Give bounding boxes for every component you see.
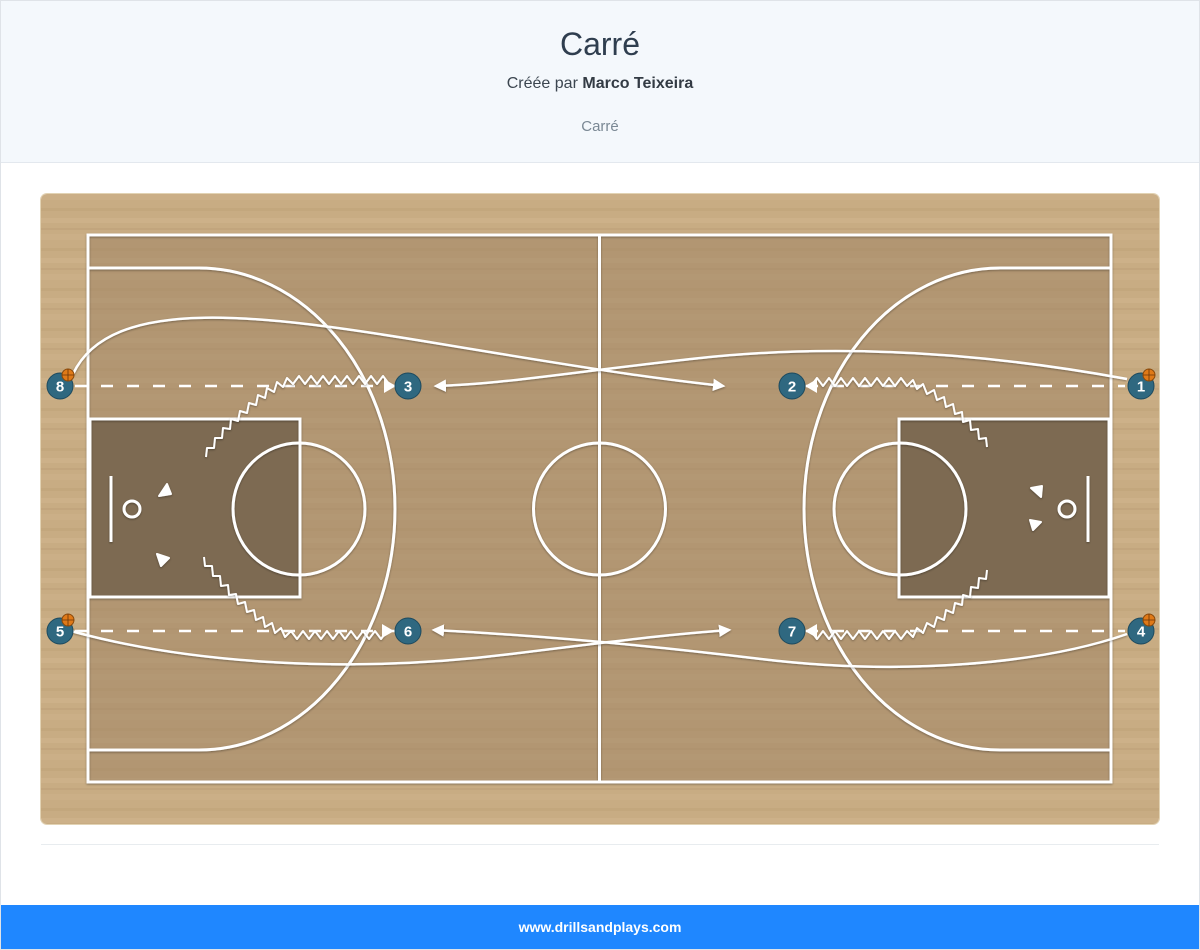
dribble-arrow-left-top bbox=[158, 483, 172, 497]
player-8: 8 bbox=[46, 368, 75, 400]
player-6: 6 bbox=[394, 617, 422, 645]
player-label: 8 bbox=[56, 379, 64, 396]
basketball-seam bbox=[1143, 369, 1155, 381]
created-by-label: Créée par bbox=[506, 75, 578, 92]
dribble-3-left-top bbox=[205, 375, 390, 458]
basketball-seam bbox=[1143, 614, 1155, 626]
player-label: 2 bbox=[788, 379, 796, 396]
player-label: 1 bbox=[1137, 379, 1145, 396]
right-three-point bbox=[802, 266, 1111, 752]
dribble-7-right-bottom bbox=[810, 569, 988, 640]
cut-1-long bbox=[433, 349, 1128, 392]
right-key-lines bbox=[897, 417, 1111, 599]
player-label: 7 bbox=[788, 624, 796, 641]
player-label: 3 bbox=[404, 379, 412, 396]
cut-4-long bbox=[431, 624, 1128, 669]
player-marker bbox=[778, 617, 806, 645]
arrowhead-to-2 bbox=[805, 379, 817, 393]
left-rim bbox=[122, 499, 142, 519]
player-4: 4 bbox=[1127, 613, 1156, 645]
dribble-arrow-right-bottom bbox=[1029, 519, 1042, 531]
dribble-2-right-top bbox=[810, 377, 988, 448]
content-divider bbox=[41, 844, 1159, 845]
footer-site-link[interactable]: www.drillsandplays.com bbox=[518, 919, 682, 935]
right-ft-circle bbox=[832, 441, 968, 577]
player-label: 4 bbox=[1137, 624, 1146, 641]
site-footer: www.drillsandplays.com bbox=[1, 905, 1199, 949]
player-label: 5 bbox=[56, 624, 64, 641]
player-marker bbox=[394, 372, 422, 400]
players-layer: 1 2 3 4 5 6 7 8 bbox=[46, 368, 1156, 645]
player-label: 6 bbox=[404, 624, 412, 641]
player-1: 1 bbox=[1127, 368, 1156, 400]
left-paint bbox=[90, 419, 300, 597]
player-marker bbox=[778, 372, 806, 400]
court-diagram: 1 2 3 4 5 6 7 8 bbox=[41, 194, 1159, 824]
right-rim bbox=[1057, 499, 1077, 519]
court-svg: 1 2 3 4 5 6 7 8 bbox=[41, 194, 1159, 824]
player-5: 5 bbox=[46, 613, 75, 645]
right-paint bbox=[899, 419, 1109, 597]
drill-category: Carré bbox=[581, 118, 619, 135]
cut-8-long bbox=[71, 316, 726, 392]
page-header: Carré Créée par Marco Teixeira Carré bbox=[1, 1, 1199, 163]
center-circle bbox=[532, 441, 667, 577]
arrowhead-to-6 bbox=[382, 624, 394, 638]
dribble-arrow-left-bottom bbox=[156, 553, 170, 567]
cut-5-long bbox=[70, 624, 732, 666]
basketball-seam bbox=[62, 614, 74, 626]
author-line: Créée par Marco Teixeira bbox=[1, 74, 1199, 94]
arrowhead-to-3 bbox=[384, 379, 396, 393]
left-three-point bbox=[88, 266, 397, 752]
player-7: 7 bbox=[778, 617, 806, 645]
player-2: 2 bbox=[778, 372, 806, 400]
author-name: Marco Teixeira bbox=[582, 75, 694, 92]
arrowhead-to-7 bbox=[805, 624, 817, 638]
dribble-arrow-right-top bbox=[1030, 485, 1043, 498]
player-marker bbox=[394, 617, 422, 645]
basketball-seam bbox=[62, 369, 74, 381]
dribble-6-left-bottom bbox=[203, 556, 388, 640]
page-title: Carré bbox=[559, 26, 640, 62]
player-3: 3 bbox=[394, 372, 422, 400]
left-ft-circle bbox=[231, 441, 367, 577]
left-key-lines bbox=[88, 417, 302, 599]
